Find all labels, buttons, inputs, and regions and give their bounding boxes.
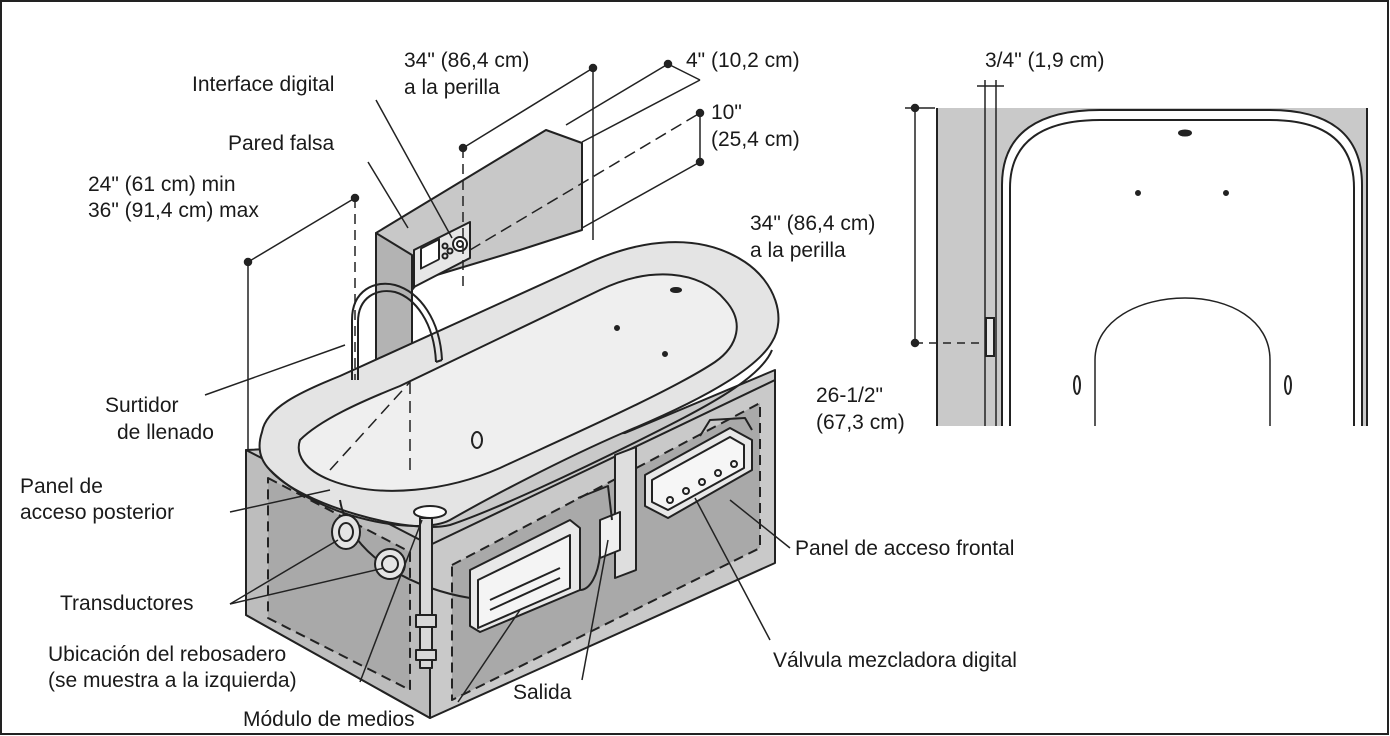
label-dim-36-max: 36" (91,4 cm) max <box>88 199 259 222</box>
label-panel-posterior-line2: acceso posterior <box>20 501 175 524</box>
outlet-conduit <box>577 446 637 591</box>
label-dim-24-min: 24" (61 cm) min <box>88 173 236 196</box>
label-panel-posterior-line1: Panel de <box>20 475 103 498</box>
label-interface-digital: Interface digital <box>192 73 335 96</box>
label-plan-dim-26-line2: (67,3 cm) <box>816 411 905 434</box>
spout-height-dimension <box>243 193 360 450</box>
label-modulo-medios: Módulo de medios <box>243 708 415 731</box>
label-plan-dim-34-line1: 34" (86,4 cm) <box>750 212 876 235</box>
label-panel-frontal: Panel de acceso frontal <box>795 537 1015 560</box>
wall-offset-dimensions <box>469 59 705 251</box>
label-pared-falsa: Pared falsa <box>228 132 335 155</box>
label-surtidor-line2: de llenado <box>117 421 214 444</box>
tub-plan-view <box>905 80 1368 426</box>
hidden-lines <box>329 381 411 471</box>
leader-lines <box>204 99 791 703</box>
label-dim-4: 4" (10,2 cm) <box>686 49 800 72</box>
media-module <box>469 519 581 633</box>
label-surtidor-line1: Surtidor <box>105 394 179 417</box>
label-plan-dim-34-line2: a la perilla <box>750 239 846 262</box>
label-rebosadero-line2: (se muestra a la izquierda) <box>48 669 297 692</box>
overflow-pipe <box>415 517 437 669</box>
label-plan-dim-26-line1: 26-1/2" <box>816 384 883 407</box>
label-dim-34-line2: a la perilla <box>404 76 500 99</box>
label-dim-10-line2: (25,4 cm) <box>711 128 800 151</box>
transducers <box>331 514 406 580</box>
label-plan-dim-3-4: 3/4" (1,9 cm) <box>985 49 1105 72</box>
label-dim-34-line1: 34" (86,4 cm) <box>404 49 530 72</box>
label-dim-10-line1: 10" <box>711 101 742 124</box>
knob-height-dimension-3d <box>458 63 598 290</box>
plan-tub-outline <box>1001 109 1363 426</box>
digital-mixing-valve <box>644 417 753 519</box>
tub-perspective-illustration <box>204 59 791 719</box>
label-transductores: Transductores <box>60 592 194 615</box>
label-valvula: Válvula mezcladora digital <box>773 649 1017 672</box>
tub-shell <box>258 241 780 599</box>
label-salida: Salida <box>513 681 572 704</box>
plan-dimensions <box>905 80 1004 348</box>
label-rebosadero-line1: Ubicación del rebosadero <box>48 643 287 666</box>
plan-knob <box>985 317 995 357</box>
plan-basin <box>1094 297 1271 426</box>
